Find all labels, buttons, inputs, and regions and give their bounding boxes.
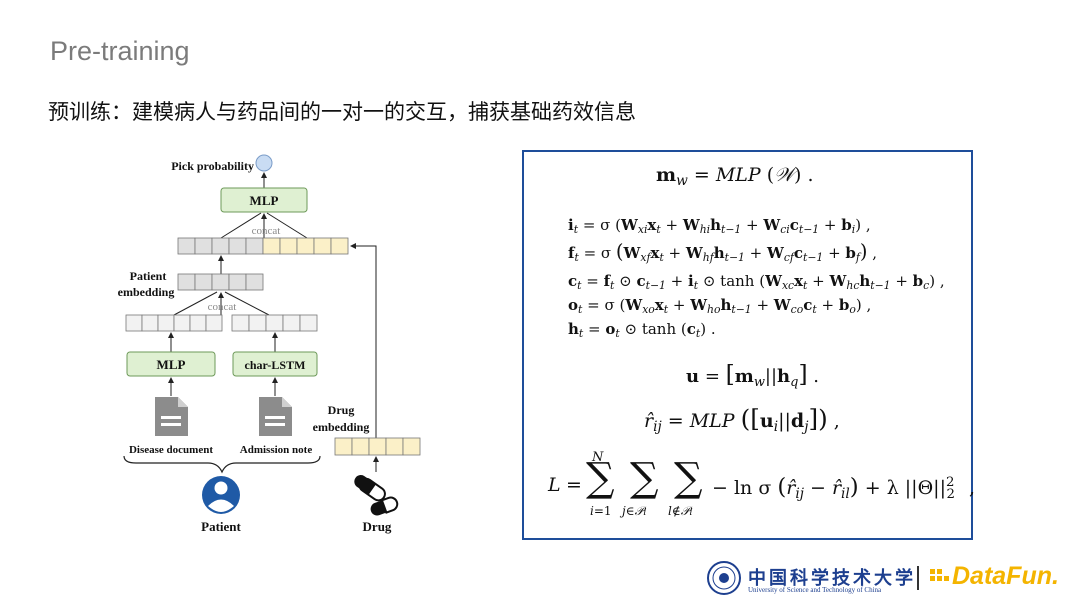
patient-embedding-label-1: Patient: [130, 269, 167, 283]
patient-label: Patient: [201, 519, 241, 534]
admission-note-label: Admission note: [240, 444, 313, 456]
formula-r: r̂ij = MLP ([ui||dj]) ,: [644, 404, 840, 436]
pick-probability-node: [255, 154, 273, 172]
patient-embedding-label-2: embedding: [118, 285, 175, 299]
ustc-name-cn: 中国科学技术大学: [748, 568, 916, 589]
char-lstm-box: [232, 351, 318, 377]
disease-document-label: Disease document: [129, 444, 213, 456]
mlp-top-label: MLP: [250, 193, 279, 208]
formula-box: mw = MLP (𝒲) . it = σ (Wxixt + Whiht−1 +…: [522, 150, 975, 540]
mlp-left-label: MLP: [157, 357, 186, 372]
concat-top-label: concat: [252, 225, 281, 237]
datafun-logo-text: DataFun.: [952, 562, 1059, 590]
drug-label: Drug: [363, 519, 392, 534]
patient-embedding-vector: [177, 273, 264, 291]
char-lstm-label: char-LSTM: [245, 358, 306, 372]
datafun-logo-icon: [930, 569, 949, 581]
formula-u: u = [mw||hq] .: [686, 360, 820, 390]
formula-mw: mw = MLP (𝒲) .: [656, 164, 814, 190]
footer-separator: [917, 566, 919, 590]
mlp-left-box: [126, 351, 216, 377]
formula-lstm-c: ct = ft ⊙ ct−1 + it ⊙ tanh (Wxcxt + Whch…: [568, 272, 945, 293]
formula-loss: L = N ∑ i=1 ∑ j∈𝒫i ∑ l∉𝒫i − ln σ (r̂ij −…: [548, 450, 975, 518]
mlp-top-box: [220, 187, 308, 213]
disease-document-icon: [155, 397, 188, 436]
drug-embedding-label-1: Drug: [328, 403, 355, 417]
drug-capsule-icon: [354, 475, 399, 516]
admission-feature-vector: [231, 314, 318, 332]
patient-icon: [202, 476, 240, 514]
concat-mid-label: concat: [208, 301, 237, 313]
ustc-emblem-icon: [707, 561, 741, 595]
pick-probability-label: Pick probability: [171, 159, 254, 173]
formula-lstm-h: ht = ot ⊙ tanh (ct) .: [568, 320, 716, 341]
patient-brace: [123, 455, 321, 474]
ustc-name-en: University of Science and Technology of …: [748, 586, 882, 594]
concat-vector: [177, 237, 349, 255]
pretraining-architecture-diagram: Pick probability MLP concat Patient embe…: [118, 154, 421, 534]
admission-note-icon: [259, 397, 292, 436]
drug-embedding-label-2: embedding: [313, 420, 370, 434]
drug-embedding-vector: [334, 437, 421, 456]
formula-lstm-o: ot = σ (Wxoxt + Whoht−1 + Wcoct + bo) ,: [568, 296, 872, 317]
formula-lstm-i: it = σ (Wxixt + Whiht−1 + Wcict−1 + bi) …: [568, 216, 871, 237]
formula-lstm-f: ft = σ (Wxfxt + Whfht−1 + Wcfct−1 + bf) …: [568, 240, 878, 265]
slide-title: Pre-training: [50, 36, 190, 66]
slide-subtitle: 预训练：建模病人与药品间的一对一的交互，捕获基础药效信息: [48, 100, 636, 124]
disease-feature-vector: [125, 314, 223, 332]
